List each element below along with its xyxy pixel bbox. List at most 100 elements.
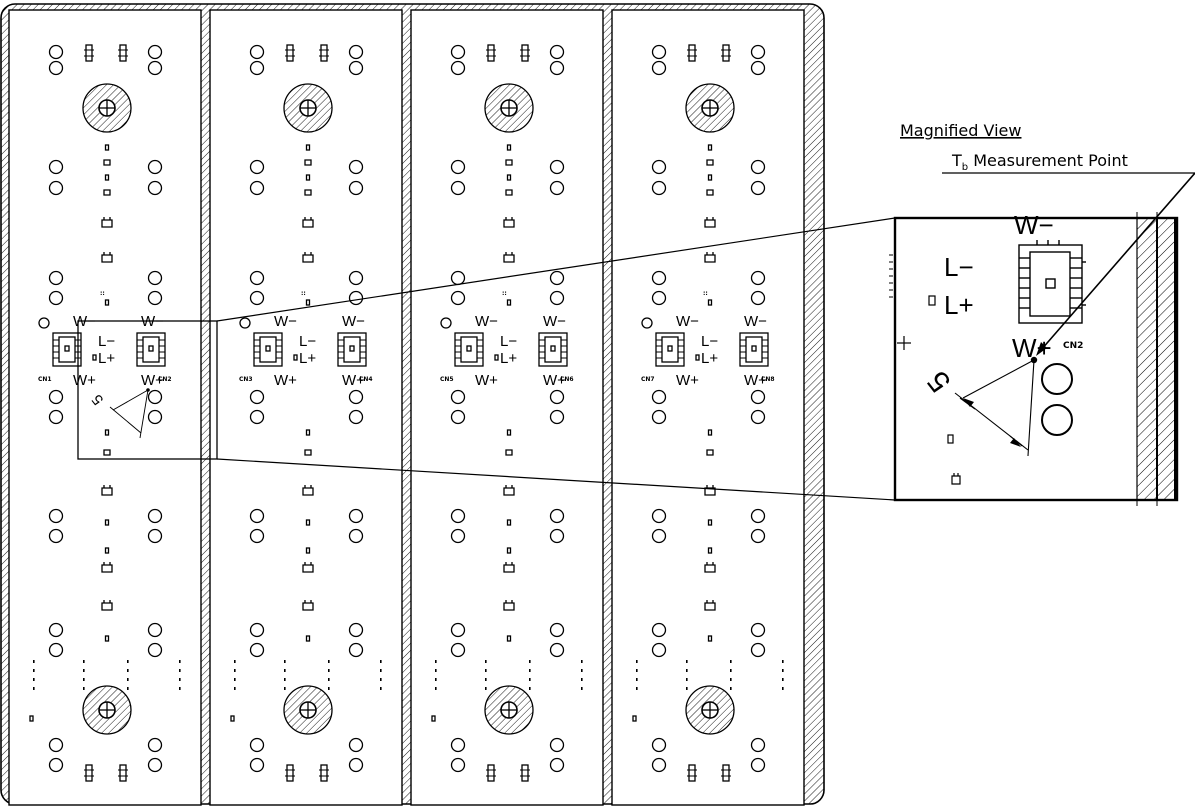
pin-header [286, 764, 294, 782]
small-component [103, 159, 111, 166]
mounting-hole [450, 159, 466, 175]
mounting-hole [450, 409, 466, 425]
small-component [104, 174, 110, 181]
mounting-hole [450, 180, 466, 196]
pin-header [119, 44, 127, 62]
pin-header [85, 44, 93, 62]
mounting-hole [750, 528, 766, 544]
mounting-hole [651, 180, 667, 196]
dashed-mark [83, 660, 85, 663]
mounting-hole [249, 622, 265, 638]
dashed-mark [33, 687, 35, 690]
dashed-mark [284, 660, 286, 663]
small-component [304, 189, 312, 196]
l-plus-label: L+ [500, 350, 517, 367]
connector-body [661, 336, 679, 363]
pin-header [119, 764, 127, 782]
small-component [92, 354, 97, 361]
connector-body [148, 345, 154, 352]
l-minus-label: L− [299, 333, 316, 350]
mounting-hole [48, 389, 64, 405]
magnified-view-title: Magnified View [900, 121, 1021, 140]
mounting-hole [249, 44, 265, 60]
dimension-line [109, 406, 142, 434]
connector-body [52, 332, 82, 367]
pin-header [487, 44, 495, 62]
pad-marks: :: [301, 290, 306, 297]
mounting-hole [249, 180, 265, 196]
mounting-hole [651, 642, 667, 658]
dimension-line [112, 389, 149, 411]
small-component [305, 635, 311, 642]
connector-label-right: CN6 [560, 376, 574, 383]
mounting-hole [147, 528, 163, 544]
pin-header [722, 44, 730, 62]
small-component [506, 547, 512, 554]
mounting-hole [549, 180, 565, 196]
small-component [706, 449, 714, 456]
measurement-symbol: T [951, 151, 962, 170]
mounting-hole [750, 44, 766, 60]
pin-header [320, 44, 328, 62]
mounting-hole [48, 290, 64, 306]
pin-header [521, 44, 529, 62]
dashed-mark [686, 669, 688, 672]
small-component [305, 174, 311, 181]
mounting-hole [48, 528, 64, 544]
pad-marks: :: [502, 290, 507, 297]
pin-header [688, 764, 696, 782]
mounting-hole [249, 60, 265, 76]
w-plus-left-label: W+ [475, 372, 498, 389]
connector-body [136, 332, 166, 367]
connector-label-left: CN7 [641, 376, 655, 383]
mounting-hole [750, 409, 766, 425]
dashed-mark [581, 660, 583, 663]
dashed-mark [33, 678, 35, 681]
mounting-hole [348, 290, 364, 306]
small-component [506, 429, 512, 436]
mounting-hole [147, 757, 163, 773]
small-component [431, 715, 436, 722]
mounting-hole [549, 642, 565, 658]
mounting-hole [549, 389, 565, 405]
small-component [104, 144, 110, 151]
led-package [503, 252, 515, 263]
dashed-mark [33, 660, 35, 663]
dashed-mark [636, 660, 638, 663]
mounting-hole [450, 622, 466, 638]
led-package [101, 252, 113, 263]
small-component [707, 429, 713, 436]
connector-label-right: CN4 [359, 376, 373, 383]
mounting-hole [750, 159, 766, 175]
mounting-hole [549, 409, 565, 425]
mounting-hole [147, 290, 163, 306]
small-component [494, 354, 499, 361]
dashed-mark [179, 669, 181, 672]
small-component [104, 547, 110, 554]
dashed-mark [782, 660, 784, 663]
small-component [505, 449, 513, 456]
dashed-mark [179, 687, 181, 690]
connector-body [337, 332, 367, 367]
dashed-mark [782, 669, 784, 672]
mounting-hole [549, 528, 565, 544]
dashed-mark [435, 669, 437, 672]
led-package [101, 217, 113, 228]
mounting-hole [48, 508, 64, 524]
led-package [302, 562, 314, 573]
dashed-mark [234, 678, 236, 681]
mounting-hole [48, 159, 64, 175]
mounting-hole [450, 528, 466, 544]
w-minus-left-label: W− [676, 313, 699, 330]
mounting-hole [48, 642, 64, 658]
dashed-mark [328, 660, 330, 663]
l-minus-label: L− [701, 333, 718, 350]
dashed-mark [435, 660, 437, 663]
mounting-hole [750, 60, 766, 76]
dashed-mark [581, 669, 583, 672]
dashed-mark [581, 678, 583, 681]
led-package [704, 217, 716, 228]
dashed-mark [730, 687, 732, 690]
